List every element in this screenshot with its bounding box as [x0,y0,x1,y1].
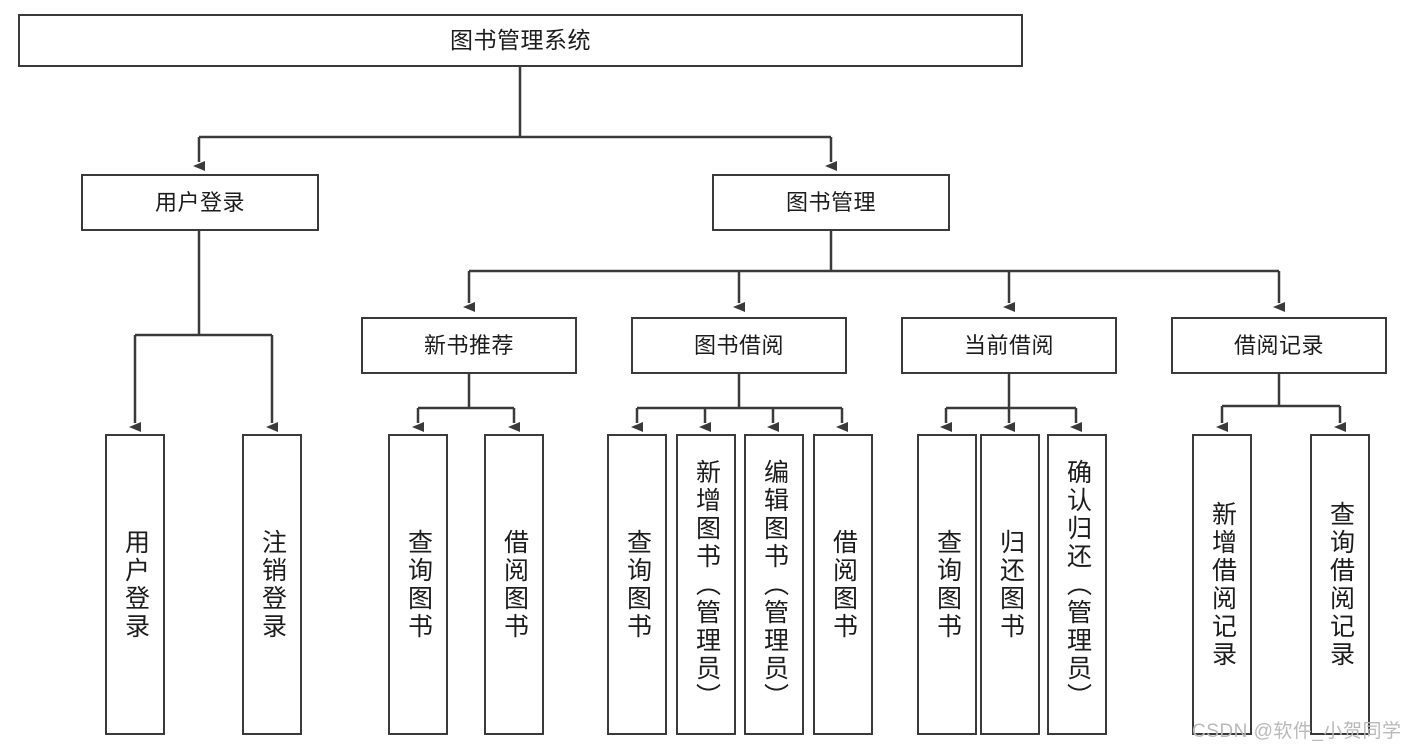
node-label: 新书推荐 [423,332,514,358]
node-label: 借阅记录 [1233,332,1324,358]
node-label: 新增借阅记录 [1208,500,1237,669]
node-user-login[interactable]: 用户登录 [81,174,319,231]
leaf-current-borrow-confirm[interactable]: 确认归还（管理员） [1047,434,1107,735]
node-label: 查询图书 [404,528,433,641]
node-label: 确认归还（管理员） [1063,458,1092,711]
leaf-new-book-borrow[interactable]: 借阅图书 [484,434,544,735]
leaf-current-borrow-query[interactable]: 查询图书 [917,434,977,735]
node-book-management[interactable]: 图书管理 [712,174,950,231]
node-label: 用户登录 [121,528,150,641]
node-label: 借阅图书 [500,528,529,641]
node-label: 编辑图书（管理员） [760,458,789,711]
node-label: 图书借阅 [693,332,784,358]
leaf-new-book-query[interactable]: 查询图书 [388,434,448,735]
leaf-borrow-record-query[interactable]: 查询借阅记录 [1310,434,1370,735]
node-label: 查询借阅记录 [1326,500,1355,669]
node-label: 借阅图书 [829,528,858,641]
leaf-book-borrow-lend[interactable]: 借阅图书 [813,434,873,735]
node-label: 图书管理系统 [450,27,591,54]
node-label: 新增图书（管理员） [692,458,721,711]
watermark-text: CSDN @软件_小贺同学 [1192,721,1402,742]
leaf-user-login-signin[interactable]: 用户登录 [105,434,165,735]
leaf-book-borrow-query[interactable]: 查询图书 [607,434,667,735]
node-current-borrow[interactable]: 当前借阅 [901,317,1117,374]
leaf-user-login-signout[interactable]: 注销登录 [242,434,302,735]
node-label: 归还图书 [996,528,1025,641]
node-label: 注销登录 [258,528,287,641]
node-book-borrow[interactable]: 图书借阅 [631,317,847,374]
node-borrow-record[interactable]: 借阅记录 [1171,317,1387,374]
leaf-current-borrow-return[interactable]: 归还图书 [980,434,1040,735]
leaf-book-borrow-edit[interactable]: 编辑图书（管理员） [744,434,804,735]
node-label: 查询图书 [623,528,652,641]
leaf-borrow-record-add[interactable]: 新增借阅记录 [1192,434,1252,735]
node-new-book-recommend[interactable]: 新书推荐 [361,317,577,374]
node-label: 当前借阅 [963,332,1054,358]
node-root-system[interactable]: 图书管理系统 [18,14,1023,67]
node-label: 用户登录 [154,189,245,215]
node-label: 查询图书 [933,528,962,641]
leaf-book-borrow-add[interactable]: 新增图书（管理员） [676,434,736,735]
node-label: 图书管理 [785,189,876,215]
